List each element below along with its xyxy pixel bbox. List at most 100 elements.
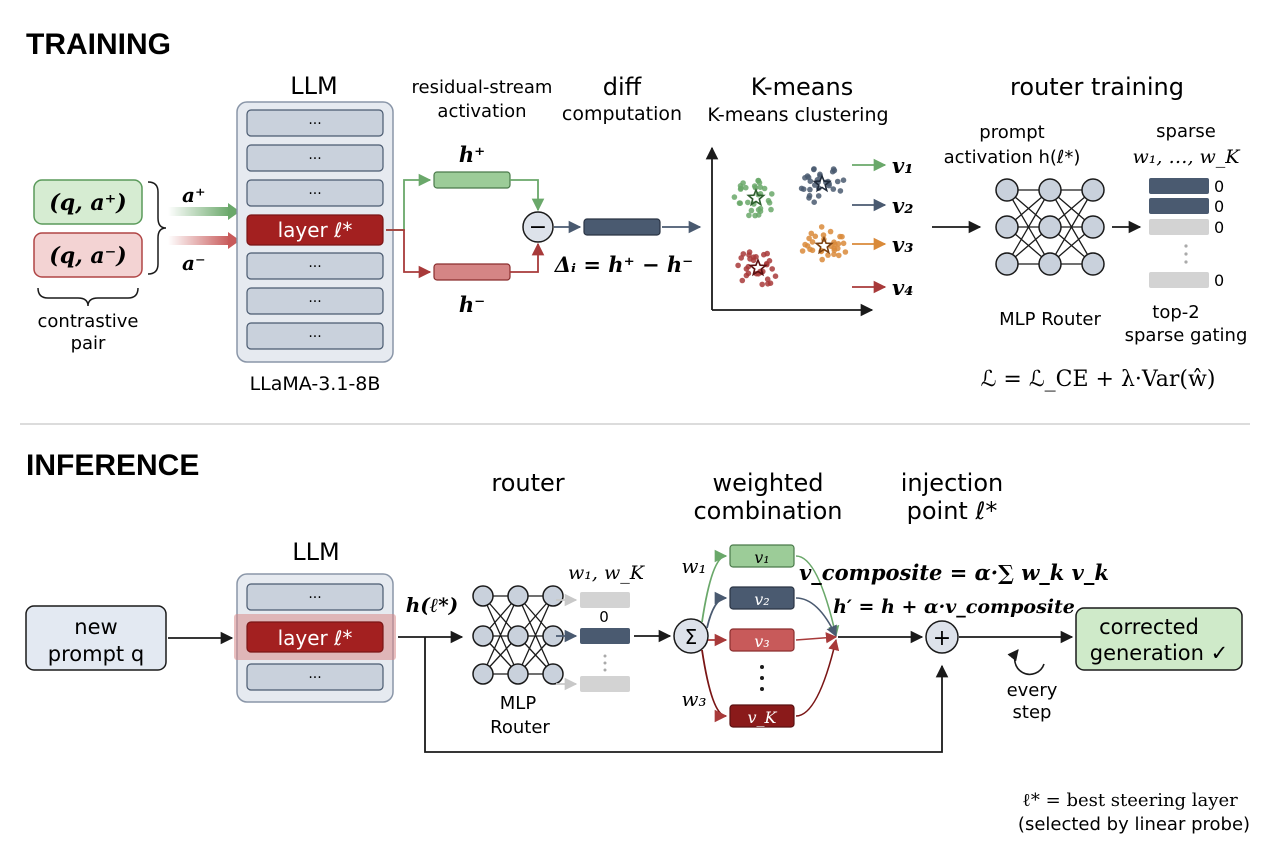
inf-vk-vector <box>729 704 795 728</box>
v3-label: v₃ <box>892 232 913 257</box>
cluster-point-green <box>768 206 774 213</box>
weighted-title-2: combination <box>693 497 842 525</box>
cluster-point-red <box>772 273 779 280</box>
cluster-point-orange <box>836 252 842 259</box>
cluster-point-slate <box>806 192 813 199</box>
llm-layer-1-dots: ··· <box>308 116 321 132</box>
delta-formula: Δᵢ = h⁺ − h⁻ <box>554 252 693 277</box>
mlp-edge <box>1049 189 1094 265</box>
cluster-point-orange <box>808 230 815 237</box>
inf-v1-vector <box>729 544 795 568</box>
pair-brace-right <box>147 181 167 275</box>
cluster-centroid-red <box>748 257 768 277</box>
injection-plus-node <box>925 620 959 654</box>
llm-layer-6 <box>246 287 384 315</box>
inf-v2-label: v₂ <box>754 590 769 609</box>
positive-pair-label: (q, a⁺) <box>49 190 126 216</box>
cluster-point-red <box>764 276 771 283</box>
cluster-point-green <box>731 194 738 200</box>
inference-mlp-router <box>472 585 564 685</box>
loss-formula: ℒ = ℒ_CE + λ·Var(ŵ) <box>981 367 1216 392</box>
a-plus-arrow-head <box>228 203 240 220</box>
corrected-line-2: generation ✓ <box>1090 641 1228 665</box>
inf-h-label: h(ℓ*) <box>406 593 458 617</box>
mlp-node <box>1038 178 1062 202</box>
inf-v3-label: v₃ <box>754 632 769 651</box>
vk-to-merge-arrow <box>795 638 840 717</box>
cluster-point-green <box>757 184 764 190</box>
inf-target-layer <box>246 621 384 653</box>
residual-title-2: activation <box>437 101 526 122</box>
training-title: TRAINING <box>26 28 171 61</box>
weighted-title-1: weighted <box>713 469 824 497</box>
mlp-node <box>542 663 564 685</box>
gating-label-1: top-2 <box>1152 302 1199 323</box>
cluster-point-slate <box>807 178 814 184</box>
cluster-point-orange <box>839 233 845 240</box>
mlp-node <box>995 178 1019 202</box>
inference-title: INFERENCE <box>26 449 199 482</box>
llm-layer-2 <box>246 144 384 172</box>
cluster-point-orange <box>818 224 825 230</box>
cluster-point-green <box>769 191 775 197</box>
sum-to-v1-arrow <box>701 549 728 623</box>
cluster-point-green <box>743 184 749 191</box>
inf-gate-1 <box>580 592 630 608</box>
llm-layer-5 <box>246 252 384 280</box>
every-step-line-1: every <box>1007 680 1058 701</box>
gate-weight-2 <box>1149 198 1209 214</box>
prompt-activation-1: prompt <box>979 122 1044 143</box>
mlp-node <box>472 585 494 607</box>
llm-layer-6-dots: ··· <box>308 294 321 310</box>
inf-v-ellipsis-2 <box>760 676 764 680</box>
inf-llm-layer-1 <box>246 583 384 611</box>
llm-target-layer <box>246 214 384 246</box>
contrastive-pair: (q, a⁺) (q, a⁻) contrastive pair <box>33 179 167 354</box>
cluster-point-orange <box>820 232 827 238</box>
cluster-point-orange <box>842 249 849 255</box>
gate-ellipsis-1 <box>1184 244 1188 248</box>
pair-caption-1: contrastive <box>38 311 139 332</box>
inf-gate-2 <box>580 628 630 644</box>
kmeans-title-2: K-means clustering <box>707 104 888 126</box>
h-minus-vector <box>433 263 511 281</box>
llm-layer-3 <box>246 179 384 207</box>
cluster-point-orange <box>840 240 847 247</box>
to-h-minus-arrow <box>386 229 432 279</box>
diff-title-2: computation <box>562 103 682 125</box>
mlp-node <box>542 585 564 607</box>
gate-weight-1 <box>1149 178 1209 194</box>
gate-ellipsis-3 <box>1184 260 1188 264</box>
mlp-node <box>1081 215 1105 239</box>
llm-layer-7 <box>246 322 384 350</box>
cluster-point-slate <box>800 186 807 192</box>
cluster-point-orange <box>825 252 831 258</box>
inf-gate-3 <box>580 676 630 692</box>
inf-v1-label: v₁ <box>754 548 769 567</box>
diff-minus-symbol: − <box>529 215 547 240</box>
cluster-point-green <box>761 185 768 192</box>
mlp-edge <box>1006 189 1051 265</box>
llm-model-name: LLaMA-3.1-8B <box>250 373 381 395</box>
llm-target-layer-label: layer ℓ* <box>278 218 353 242</box>
cluster-point-green <box>745 199 751 206</box>
gate-weight-k <box>1149 272 1209 288</box>
positive-pair-box <box>33 179 143 225</box>
cluster-point-red <box>761 251 767 258</box>
loop-icon <box>1007 649 1045 676</box>
inf-gate-ellipsis-2 <box>603 661 607 665</box>
new-prompt-line-2: prompt q <box>48 642 144 666</box>
v1-to-merge-arrow <box>795 555 840 638</box>
mlp-node <box>995 215 1019 239</box>
hprime-formula: h′ = h + α·v_composite <box>833 596 1075 618</box>
mlp-node <box>1081 252 1105 276</box>
sum-to-vk-arrow <box>701 649 728 723</box>
mlp-edge <box>482 595 519 675</box>
mlp-router-label: MLP Router <box>999 309 1101 330</box>
v2-to-merge-arrow <box>795 597 837 638</box>
gate-weight-2-value: 0 <box>1214 197 1224 216</box>
cluster-point-orange <box>831 245 837 252</box>
llm-layer-3-dots: ··· <box>308 186 321 202</box>
cluster-point-red <box>750 257 757 264</box>
cluster-point-green <box>748 207 755 214</box>
